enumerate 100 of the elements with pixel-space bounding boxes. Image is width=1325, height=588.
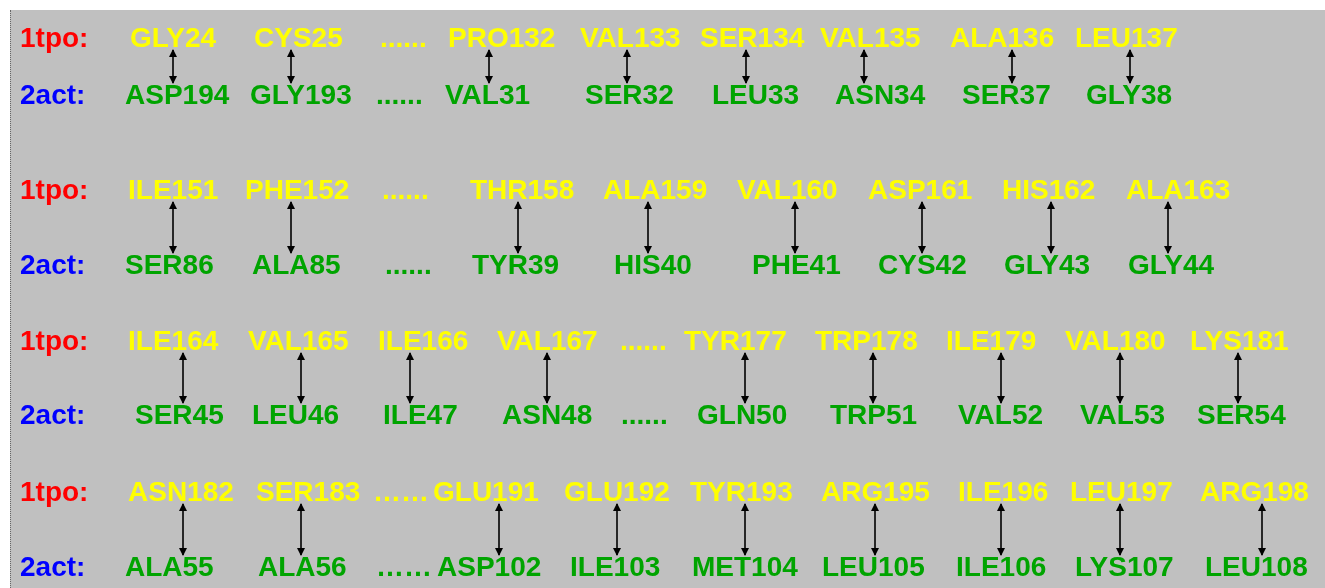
residue-label: SER32 xyxy=(585,79,674,111)
double-arrow xyxy=(997,503,1005,556)
residue-label: ILE103 xyxy=(570,551,661,583)
double-arrow xyxy=(179,503,187,556)
double-arrow xyxy=(485,49,493,84)
residue-label: ALA55 xyxy=(125,551,214,583)
double-arrow xyxy=(179,352,187,404)
double-arrow xyxy=(997,352,1005,404)
double-arrow xyxy=(297,352,305,404)
residue-label: ALA159 xyxy=(603,174,708,206)
residue-label: VAL53 xyxy=(1080,399,1166,431)
double-arrow xyxy=(297,503,305,556)
double-arrow xyxy=(613,503,621,556)
double-arrow xyxy=(169,49,177,84)
double-arrow xyxy=(1116,352,1124,404)
residue-label: ASN48 xyxy=(502,399,593,431)
residue-label: GLY24 xyxy=(130,22,217,54)
residue-label: ASN34 xyxy=(835,79,926,111)
residue-label: LEU197 xyxy=(1070,476,1173,508)
double-arrow xyxy=(742,49,750,84)
residue-label: ARG198 xyxy=(1200,476,1309,508)
double-arrow xyxy=(623,49,631,84)
residue-label: SER37 xyxy=(962,79,1051,111)
ellipsis: ...... xyxy=(380,22,427,54)
structure-label: 1tpo: xyxy=(20,22,89,54)
structure-label: 1tpo: xyxy=(20,174,89,206)
residue-label: ILE47 xyxy=(383,399,458,431)
residue-label: SER54 xyxy=(1197,399,1286,431)
structure-label: 1tpo: xyxy=(20,476,89,508)
residue-label: GLY44 xyxy=(1128,249,1215,281)
residue-label: SER134 xyxy=(700,22,805,54)
ellipsis: ...... xyxy=(382,174,429,206)
residue-label: SER45 xyxy=(135,399,224,431)
residue-label: ILE166 xyxy=(378,325,469,357)
double-arrow xyxy=(1047,201,1055,254)
residue-label: ASP102 xyxy=(437,551,542,583)
residue-label: TRP178 xyxy=(815,325,918,357)
double-arrow xyxy=(406,352,414,404)
residue-label: LYS107 xyxy=(1075,551,1174,583)
residue-label: ALA85 xyxy=(252,249,341,281)
double-arrow xyxy=(871,503,879,556)
double-arrow xyxy=(1116,503,1124,556)
residue-label: PHE41 xyxy=(752,249,841,281)
residue-label: ALA163 xyxy=(1126,174,1231,206)
double-arrow xyxy=(791,201,799,254)
residue-label: ILE164 xyxy=(128,325,219,357)
structure-label: 2act: xyxy=(20,249,86,281)
residue-label: THR158 xyxy=(470,174,575,206)
residue-label: ARG195 xyxy=(821,476,930,508)
double-arrow xyxy=(860,49,868,84)
double-arrow xyxy=(1164,201,1172,254)
residue-label: ASN182 xyxy=(128,476,234,508)
residue-label: LEU137 xyxy=(1075,22,1178,54)
structure-label: 2act: xyxy=(20,79,86,111)
structure-label: 2act: xyxy=(20,551,86,583)
residue-label: SER183 xyxy=(256,476,361,508)
ellipsis: …… xyxy=(373,476,429,508)
residue-label: GLN50 xyxy=(697,399,788,431)
double-arrow xyxy=(169,201,177,254)
residue-label: ASP161 xyxy=(868,174,973,206)
double-arrow xyxy=(495,503,503,556)
ellipsis: …… xyxy=(376,551,432,583)
double-arrow xyxy=(1258,503,1266,556)
residue-label: ILE179 xyxy=(946,325,1037,357)
residue-label: VAL31 xyxy=(445,79,531,111)
residue-label: VAL167 xyxy=(497,325,598,357)
residue-label: VAL160 xyxy=(737,174,838,206)
residue-label: VAL52 xyxy=(958,399,1044,431)
residue-label: ALA136 xyxy=(950,22,1055,54)
ellipsis: ...... xyxy=(385,249,432,281)
ellipsis: ...... xyxy=(621,399,668,431)
residue-label: SER86 xyxy=(125,249,214,281)
ellipsis: ...... xyxy=(620,325,667,357)
double-arrow xyxy=(741,352,749,404)
double-arrow xyxy=(869,352,877,404)
residue-label: GLU191 xyxy=(433,476,539,508)
residue-label: ILE196 xyxy=(958,476,1049,508)
residue-label: LYS181 xyxy=(1190,325,1289,357)
residue-label: GLY38 xyxy=(1086,79,1173,111)
residue-label: LEU46 xyxy=(252,399,340,431)
structure-label: 2act: xyxy=(20,399,86,431)
residue-label: ASP194 xyxy=(125,79,230,111)
double-arrow xyxy=(287,49,295,84)
structure-label: 1tpo: xyxy=(20,325,89,357)
residue-label: VAL133 xyxy=(580,22,681,54)
residue-label: VAL135 xyxy=(820,22,921,54)
residue-label: GLY43 xyxy=(1004,249,1091,281)
residue-label: TYR193 xyxy=(690,476,793,508)
double-arrow xyxy=(543,352,551,404)
ellipsis: ...... xyxy=(376,79,423,111)
residue-label: TYR39 xyxy=(472,249,560,281)
residue-label: LEU105 xyxy=(822,551,925,583)
residue-label: VAL180 xyxy=(1065,325,1166,357)
residue-label: GLU192 xyxy=(564,476,670,508)
residue-label: CYS25 xyxy=(254,22,343,54)
residue-label: HIS162 xyxy=(1002,174,1096,206)
residue-label: ILE151 xyxy=(128,174,219,206)
residue-label: ILE106 xyxy=(956,551,1047,583)
double-arrow xyxy=(287,201,295,254)
residue-label: TYR177 xyxy=(684,325,787,357)
